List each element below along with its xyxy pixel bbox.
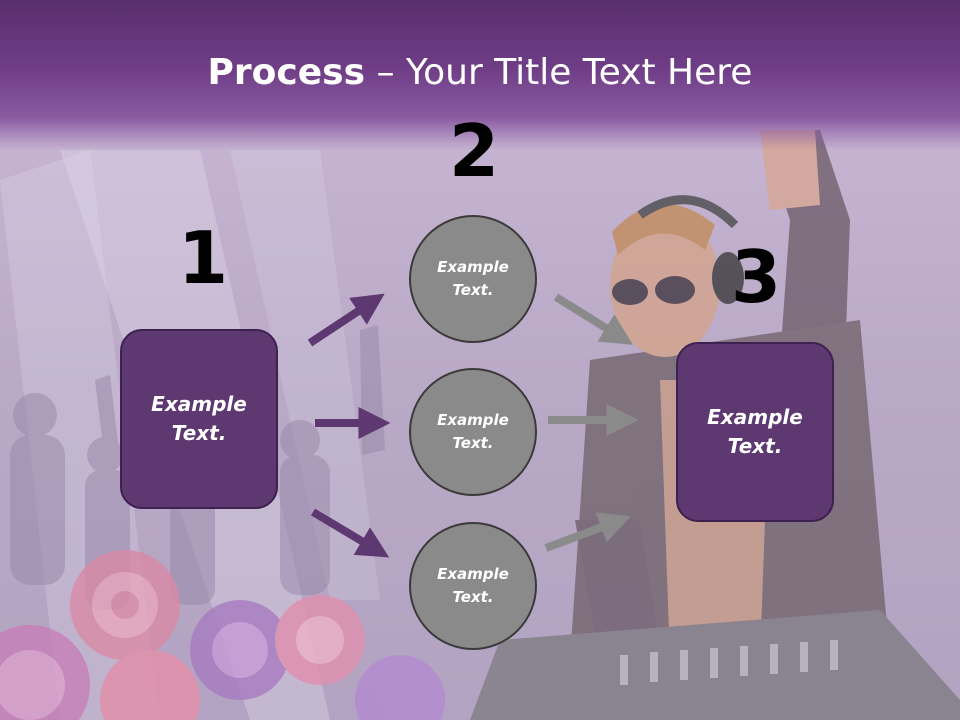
circle-text-line2: Text.: [452, 588, 494, 606]
step-number-1: 1: [178, 216, 229, 300]
box-text-line1: Example: [151, 392, 247, 416]
circle-text-line1: Example: [437, 258, 509, 276]
arrow-from-circle-bottom: [544, 512, 631, 552]
step-1-box: Example Text.: [120, 329, 278, 509]
circle-text-line1: Example: [437, 411, 509, 429]
step-2-circle-top: Example Text.: [409, 215, 537, 343]
circle-text-line2: Text.: [452, 281, 494, 299]
arrow-to-circle-bottom: [310, 508, 390, 558]
box-text-line2: Text.: [171, 421, 227, 445]
circle-text-line2: Text.: [452, 434, 494, 452]
box-text-line2: Text.: [727, 434, 783, 458]
slide-title: Process – Your Title Text Here: [0, 52, 960, 93]
arrow-from-circle-top: [553, 293, 634, 345]
title-rest: – Your Title Text Here: [365, 52, 753, 93]
step-3-box: Example Text.: [676, 342, 834, 522]
box-text-line1: Example: [707, 405, 803, 429]
circle-text-line1: Example: [437, 565, 509, 583]
step-2-circle-bottom: Example Text.: [409, 522, 537, 650]
step-number-2: 2: [449, 109, 500, 193]
arrow-to-circle-top: [307, 293, 385, 347]
step-number-3: 3: [731, 235, 782, 319]
title-bold: Process: [207, 52, 366, 93]
title-bar: [0, 0, 960, 150]
step-2-circle-middle: Example Text.: [409, 368, 537, 496]
